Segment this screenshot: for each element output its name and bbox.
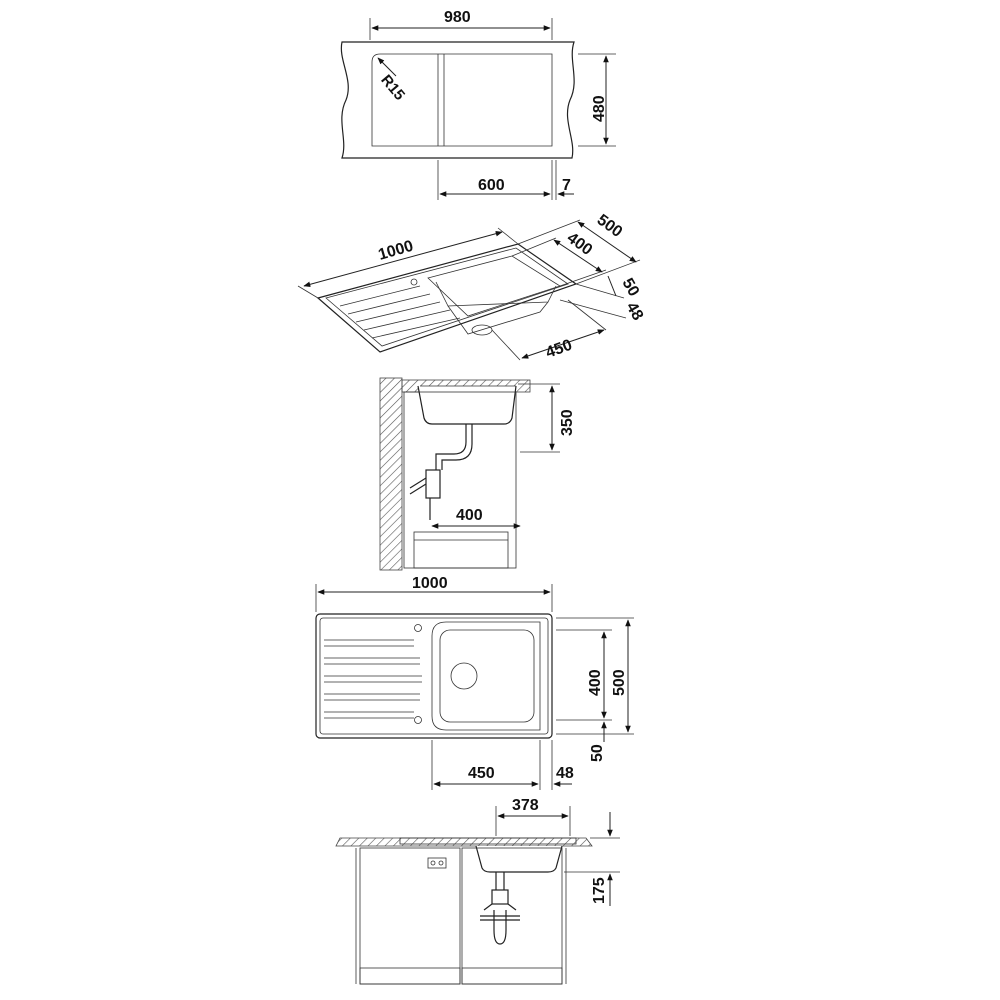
top-tap-hole-1 — [414, 624, 422, 632]
side-waste-pipe — [435, 424, 467, 470]
side-width-label: 400 — [456, 507, 483, 524]
wall-hatch — [379, 377, 403, 571]
top-front-edge-label: 50 — [589, 744, 606, 762]
side-section-view: 350 400 — [379, 377, 576, 571]
top-depth-outer-label: 500 — [611, 669, 628, 696]
top-side-edge-label: 48 — [556, 765, 574, 782]
side-height-label: 350 — [559, 409, 576, 436]
iso-length-label: 1000 — [376, 238, 415, 264]
front-section-view: 378 175 — [335, 797, 620, 985]
cutout-radius-label: R15 — [377, 72, 408, 104]
top-bowl-inner — [439, 629, 535, 723]
iso-tap-hole — [410, 278, 418, 286]
front-sink-rim — [399, 837, 577, 845]
side-drawer — [413, 531, 509, 569]
top-tap-hole-2 — [414, 716, 422, 724]
cutout-width-label: 980 — [444, 9, 471, 26]
top-depth-bowl-label: 400 — [587, 669, 604, 696]
iso-bowl-width-label: 450 — [544, 337, 575, 362]
top-drain — [450, 662, 478, 690]
iso-front-edge-label: 50 — [619, 276, 643, 300]
iso-drainer-grooves — [339, 285, 461, 339]
isometric-view: 1000 500 400 50 48 450 — [297, 211, 647, 362]
side-bowl — [417, 385, 517, 425]
iso-bowl-bottom — [447, 301, 549, 335]
front-cabinet-left-base — [359, 967, 461, 985]
iso-side-edge-label: 48 — [623, 300, 647, 324]
cutout-height-label: 480 — [591, 95, 608, 122]
front-cabinet-right-base — [461, 967, 563, 985]
iso-bowl-walls — [435, 281, 557, 307]
front-worktop — [335, 837, 593, 847]
iso-outer-rim — [316, 243, 578, 353]
front-trap — [493, 910, 507, 945]
cutout-view: R15 980 480 600 7 — [340, 9, 616, 200]
top-outer — [315, 613, 553, 739]
top-length-label: 1000 — [412, 575, 448, 592]
top-bowl-width-label: 450 — [468, 765, 495, 782]
top-drainer-grooves — [324, 639, 422, 719]
front-drain-offset-label: 378 — [512, 797, 539, 814]
cutout-edge-label: 7 — [562, 177, 571, 194]
front-socket — [427, 857, 447, 869]
cutout-inner — [371, 53, 553, 147]
top-inner — [319, 617, 549, 735]
front-bowl — [475, 845, 563, 873]
cutout-outline — [340, 41, 575, 159]
top-view: 1000 400 500 50 450 48 — [315, 575, 634, 790]
side-trap — [425, 469, 441, 499]
front-cabinet-left — [359, 847, 461, 985]
front-depth-label: 175 — [591, 877, 608, 904]
top-bowl-outer — [431, 621, 541, 731]
front-waste-pipe — [495, 872, 505, 890]
iso-depth-bowl-label: 400 — [564, 229, 596, 259]
cutout-bowl-width-label: 600 — [478, 177, 505, 194]
